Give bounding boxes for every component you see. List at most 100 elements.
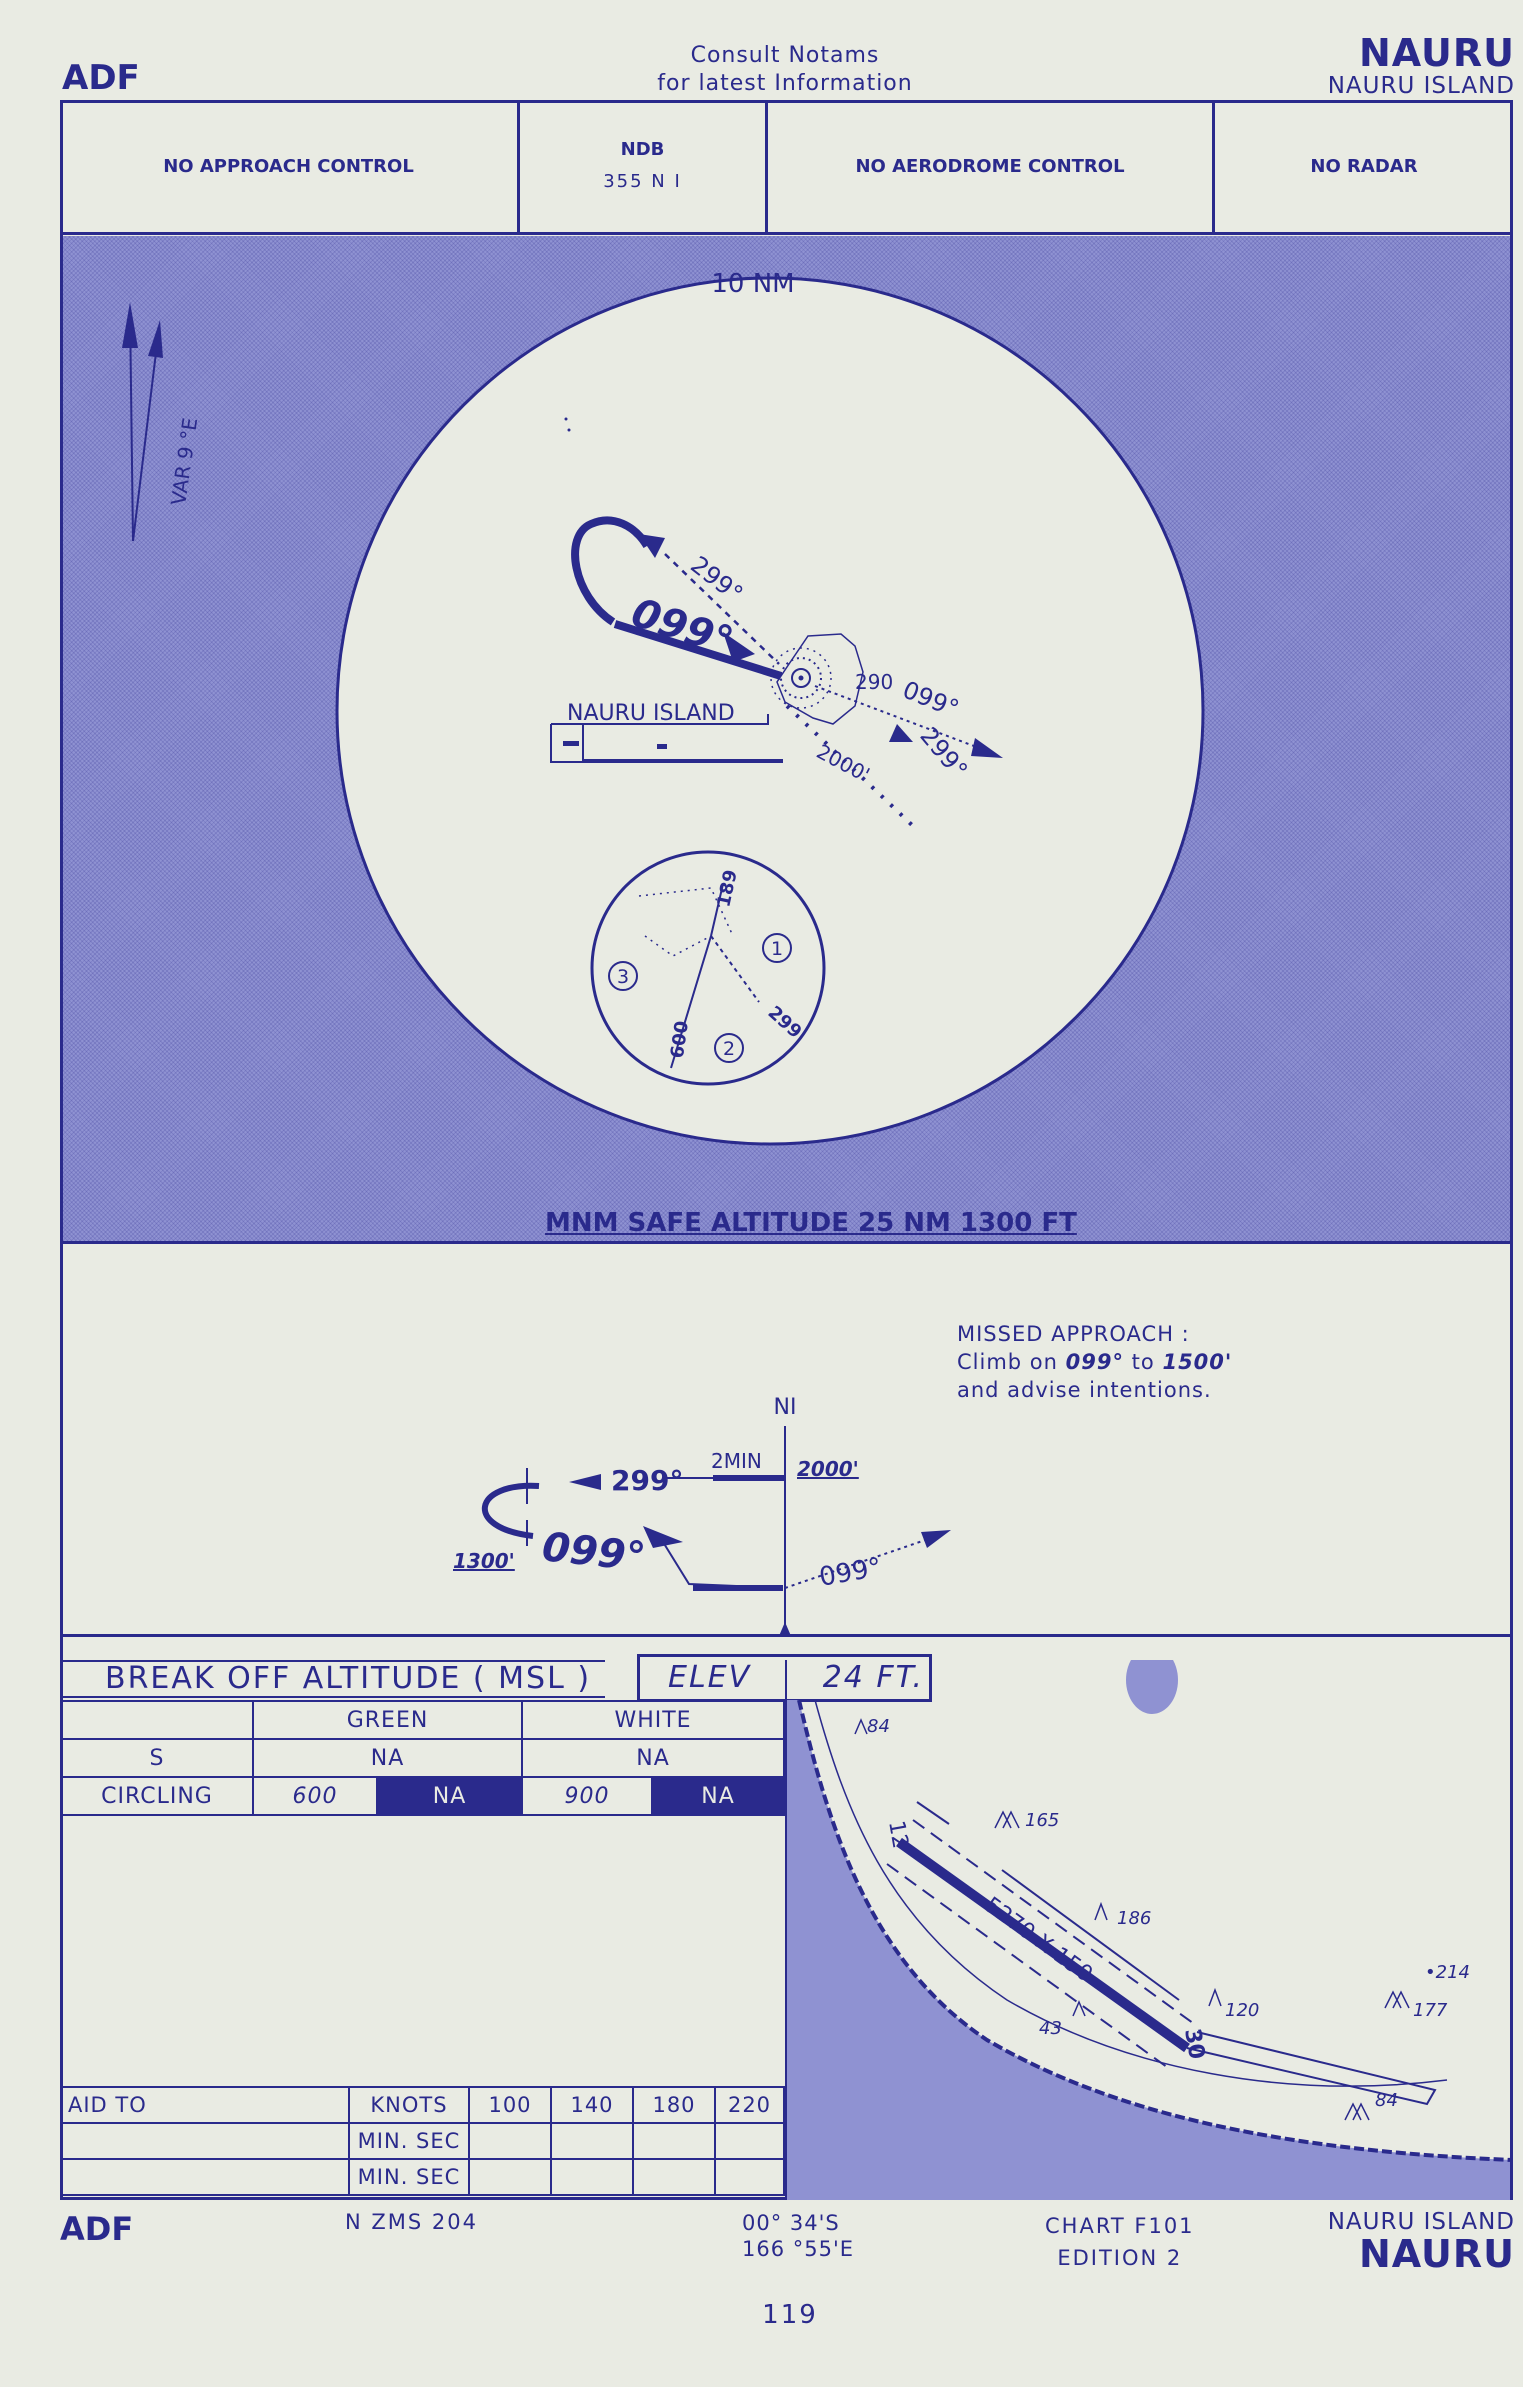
ndb-elevation: 290 xyxy=(855,670,893,694)
longitude: 166 °55'E xyxy=(742,2237,855,2261)
north-arrow-icon xyxy=(122,302,163,542)
missed-climb-arrow-icon xyxy=(921,1530,951,1548)
circling-white-na: NA xyxy=(651,1776,785,1816)
sector-line-299 xyxy=(710,935,760,1003)
elev-120: 120 xyxy=(1225,2000,1259,2021)
turn-arrow-icon xyxy=(639,534,665,558)
aerodrome-control-cell: NO AERODROME CONTROL xyxy=(768,100,1215,232)
elevation-label: ELEV xyxy=(668,1660,752,1695)
sector-number-1: 1 xyxy=(771,938,783,960)
sector-number-2: 2 xyxy=(723,1038,735,1060)
speed-100: 100 xyxy=(468,2086,552,2124)
break-off-table: GREEN WHITE S NA NA CIRCLING 600 NA 900 … xyxy=(60,1700,785,1816)
aid-to-label: AID TO xyxy=(60,2086,349,2124)
elevation-value: 24 FT. xyxy=(822,1660,924,1695)
table-row: CIRCLING 600 NA 900 NA xyxy=(60,1776,785,1816)
time-2min: 2MIN xyxy=(711,1449,762,1473)
approach-control-cell: NO APPROACH CONTROL xyxy=(60,100,520,232)
return-arrow-icon xyxy=(889,724,913,742)
missed-arrow-icon xyxy=(971,738,1003,758)
station-name: NAURU xyxy=(1358,31,1515,75)
table-row: AID TO KNOTS 100 140 180 220 xyxy=(60,2086,785,2124)
outbound-leg-dotted xyxy=(785,704,915,828)
footer-series: N ZMS 204 xyxy=(345,2210,478,2234)
footer-island: NAURU ISLAND xyxy=(1327,2209,1515,2235)
table-row: GREEN WHITE xyxy=(60,1700,785,1740)
station-island: NAURU ISLAND xyxy=(1327,73,1515,99)
col-green: GREEN xyxy=(252,1700,523,1740)
footer-coordinates: 00° 34'S 166 °55'E xyxy=(742,2210,854,2262)
fix-marker-icon xyxy=(779,1622,791,1636)
runway-end-12: 12 xyxy=(883,1819,912,1851)
sector-badge-3 xyxy=(608,961,638,991)
page-number: 119 xyxy=(762,2300,818,2330)
island-label: NAURU ISLAND xyxy=(567,701,735,726)
variation-label: VAR 9 °E xyxy=(166,416,202,507)
notam-notice: Consult Notams for latest Information xyxy=(620,42,950,98)
fix-label: NI xyxy=(774,1395,797,1420)
ndb-label: NDB xyxy=(620,139,665,160)
plan-view-panel: 10 NM VAR 9 °E 290 299° 099° 099° xyxy=(63,236,1510,1244)
profile-turn xyxy=(482,1482,540,1539)
ndb-frequency: 355 N I xyxy=(603,171,682,192)
radar-cell: NO RADAR xyxy=(1310,155,1418,177)
elev-177: 177 xyxy=(1413,2000,1448,2021)
ndb-cell: NDB 355 N I xyxy=(520,100,768,232)
ndb-symbol-icon xyxy=(770,647,832,709)
speed-table: AID TO KNOTS 100 140 180 220 MIN. SEC MI… xyxy=(60,2086,785,2196)
aerodrome-chart: 12 30 5270 X 150 84 165 186 120 177 •214… xyxy=(785,1660,1510,2200)
outbound-arrow-icon xyxy=(569,1474,601,1490)
sector-line-189 xyxy=(710,883,724,937)
elev-186: 186 xyxy=(1117,1908,1151,1929)
profile-outbound: 299° xyxy=(611,1464,683,1497)
pond-shape xyxy=(1126,1660,1178,1714)
range-ring-label: 10 NM xyxy=(711,269,794,299)
s-green: NA xyxy=(252,1738,523,1778)
obstacle-icon xyxy=(854,1718,1410,2121)
header-station: NAURU NAURU ISLAND xyxy=(1328,32,1515,98)
header-procedure-code: ADF xyxy=(62,58,140,98)
coastline xyxy=(814,1699,1448,2087)
col-white: WHITE xyxy=(521,1700,785,1740)
taxiway-edge xyxy=(1001,1869,1180,2001)
plan-view-drawing: 10 NM VAR 9 °E 290 299° 099° 099° xyxy=(122,269,1205,1146)
min-sec-label: MIN. SEC xyxy=(348,2158,470,2196)
reef-edge xyxy=(797,1699,1510,2162)
profile-inbound: 099° xyxy=(540,1524,648,1581)
notice-line-2: for latest Information xyxy=(657,71,913,96)
circling-white-value: 900 xyxy=(521,1776,653,1816)
elev-43: 43 xyxy=(1039,2018,1062,2039)
speed-180: 180 xyxy=(632,2086,716,2124)
table-row: MIN. SEC xyxy=(60,2122,785,2160)
runway-12-30 xyxy=(896,1837,1190,2053)
missed-approach-note: MISSED APPROACH : Climb on 099° to 1500'… xyxy=(957,1320,1232,1404)
alt-1300: 1300' xyxy=(453,1549,515,1573)
aerodrome-drawing: 12 30 5270 X 150 84 165 186 120 177 •214… xyxy=(787,1660,1510,2200)
missed-instruction: Climb on 099° to 1500' xyxy=(957,1350,1233,1374)
knots-label: KNOTS xyxy=(348,2086,470,2124)
latitude: 00° 34'S xyxy=(742,2211,840,2235)
profile-missed-bearing: 099° xyxy=(817,1552,884,1592)
alt-2000: 2000' xyxy=(797,1457,859,1481)
missed-heading: 099° xyxy=(1065,1350,1124,1374)
sector-line-009 xyxy=(670,935,712,1069)
elev-84-south: 84 xyxy=(1375,2090,1398,2111)
island-label-frame xyxy=(582,724,783,761)
circling-green-na: NA xyxy=(376,1776,523,1816)
profile-view-panel: NI 2MIN 2000' 299° 099° 1300' 099° xyxy=(63,1246,1510,1636)
sea-area xyxy=(787,1700,1510,2200)
chart-edition: EDITION 2 xyxy=(1057,2246,1183,2270)
elev-214: •214 xyxy=(1425,1962,1470,1983)
island-marker-icon xyxy=(563,741,579,746)
footer-procedure-code: ADF xyxy=(60,2210,134,2248)
missed-title: MISSED APPROACH : xyxy=(957,1322,1190,1346)
descent-arrow-icon xyxy=(643,1526,683,1548)
inbound-track xyxy=(613,620,783,680)
sector-badge-2 xyxy=(714,1033,744,1063)
notice-line-1: Consult Notams xyxy=(690,43,880,68)
speed-140: 140 xyxy=(550,2086,634,2124)
row-circling: CIRCLING xyxy=(60,1776,254,1816)
range-ring-10nm xyxy=(335,276,1205,1146)
footer-station: NAURU ISLAND NAURU xyxy=(1328,2210,1515,2274)
missed-altitude: 1500' xyxy=(1162,1350,1233,1374)
